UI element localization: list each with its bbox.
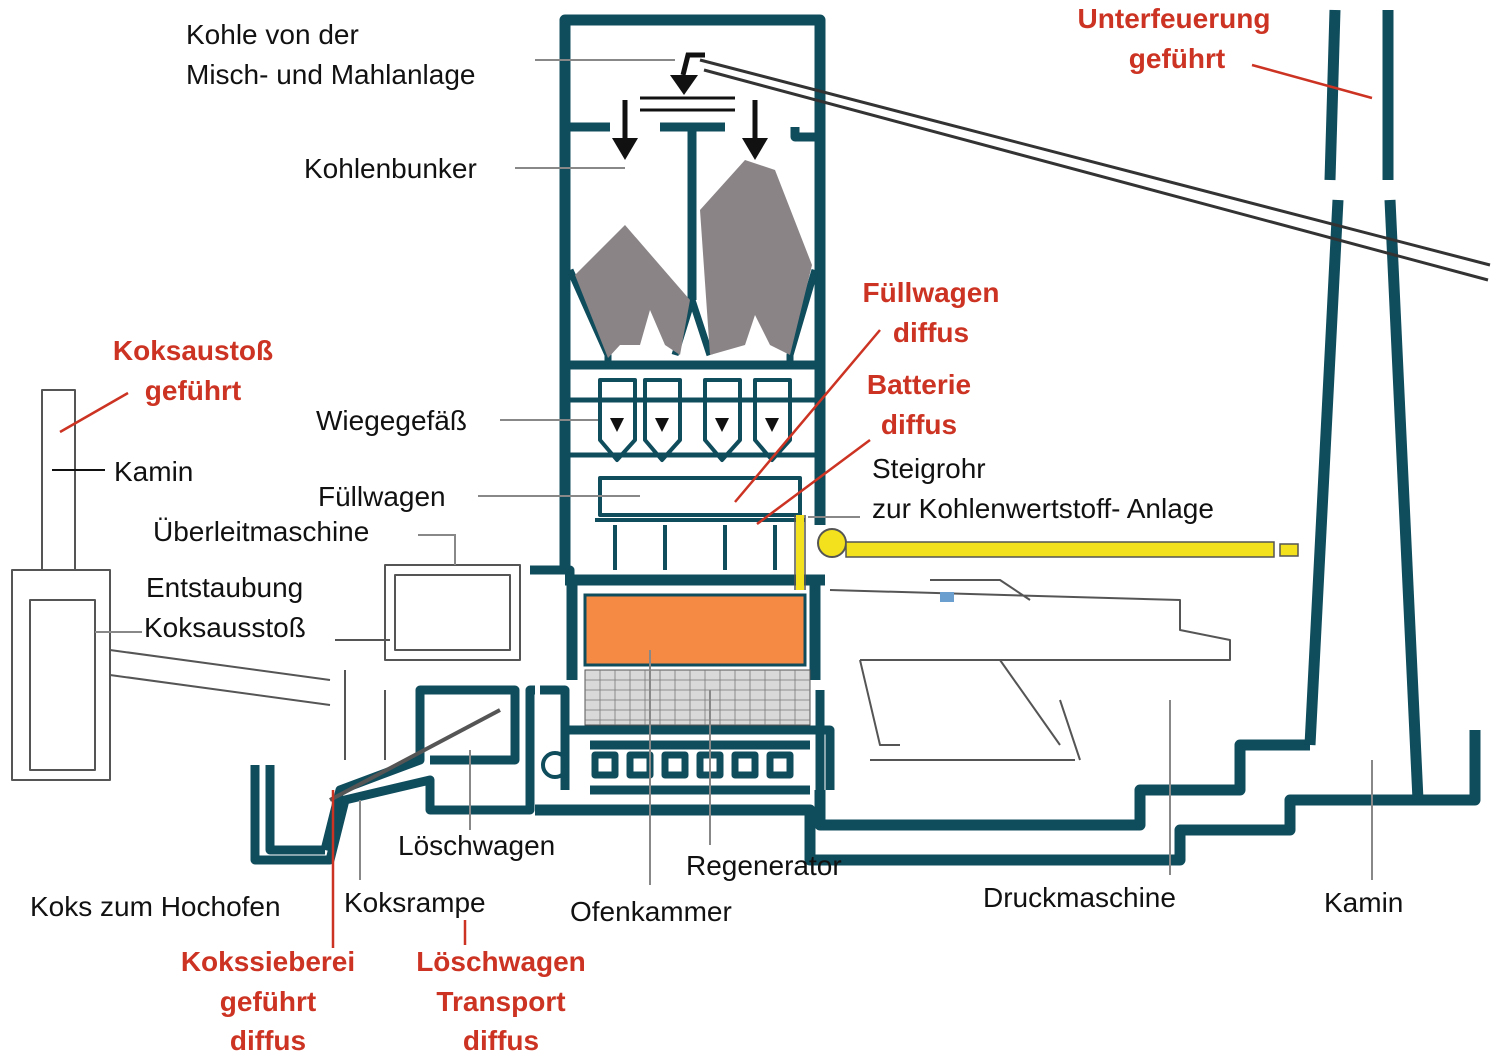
emission-unterfeuerung-line1: Unterfeuerung (1078, 3, 1271, 34)
main-chimney-left (1304, 9, 1344, 746)
label-wiegegefaess: Wiegegefäß (316, 405, 467, 436)
weigh-bins (598, 378, 792, 462)
arrow-head (612, 138, 638, 160)
oven-chamber (583, 593, 807, 667)
label-ueberleitmaschine: Überleitmaschine (153, 516, 369, 547)
coal-flow-arrows (622, 52, 758, 140)
emission-loeschwagen-line3: diffus (463, 1025, 539, 1056)
emission-leader-koksausstoss (59, 391, 129, 434)
arrow-head (765, 418, 779, 432)
riser-pipe (794, 515, 1299, 590)
battery-walls (566, 580, 821, 680)
regenerator-grid (584, 669, 811, 726)
arrow-head (715, 418, 729, 432)
pusher-cabin (940, 592, 954, 602)
coal-pile-right (700, 160, 812, 355)
dedusting-unit (11, 569, 111, 781)
label-kohle-line2: Misch- und Mahlanlage (186, 59, 476, 90)
charging-car-legs (595, 518, 805, 570)
dedusting-duct (109, 649, 331, 706)
coke-guide-machine (384, 564, 521, 661)
flue-opening (626, 751, 654, 779)
emission-kokssieberei-line2: geführt (220, 986, 316, 1017)
heating-flue-frame (565, 725, 835, 795)
flue-opening (766, 751, 794, 779)
pusher-machine-frame (859, 659, 1081, 761)
emission-batterie-line2: diffus (881, 409, 957, 440)
label-druckmaschine: Druckmaschine (983, 882, 1176, 913)
coal-piles (575, 160, 812, 358)
flue-openings (591, 751, 794, 779)
flue-gas-duct (814, 739, 1310, 831)
coke-wharf (265, 685, 520, 855)
riser-pipe-outline (794, 515, 806, 590)
coal-distributor (640, 96, 735, 112)
gas-main-end (1279, 543, 1299, 557)
arrow-head (742, 138, 768, 160)
label-koks-zum-hochofen: Koks zum Hochofen (30, 891, 281, 922)
leader-ueberleitmaschine (418, 534, 456, 565)
label-steigrohr-line2: zur Kohlenwertstoff- Anlage (872, 493, 1214, 524)
coal-pile-left (575, 225, 690, 358)
flue-opening (731, 751, 759, 779)
valve-wheel (541, 751, 569, 779)
label-regenerator: Regenerator (686, 850, 842, 881)
emission-leader-unterfeuerung (1251, 63, 1373, 100)
label-steigrohr-line1: Steigrohr (872, 453, 986, 484)
chimney-break (1317, 173, 1407, 197)
flue-opening (661, 751, 689, 779)
weigh-bin (703, 378, 742, 462)
label-ofenkammer: Ofenkammer (570, 896, 732, 927)
leader-lines (52, 59, 1373, 885)
label-kohlenbunker: Kohlenbunker (304, 153, 477, 184)
arrow-heads (610, 75, 779, 432)
pusher-machine (829, 579, 1231, 661)
arrow-head (610, 418, 624, 432)
label-entstaubung-line2: Koksausstoß (144, 612, 306, 643)
checker-lines (585, 670, 810, 725)
emission-kokssieberei-line1: Kokssieberei (181, 946, 355, 977)
emission-koksausstoss-line2: geführt (145, 375, 241, 406)
plant-structure (11, 9, 1491, 866)
label-entstaubung-line1: Entstaubung (146, 572, 303, 603)
coal-tower-shell (559, 14, 826, 570)
main-chimney-right (1382, 10, 1424, 801)
label-kohle-line1: Kohle von der (186, 19, 359, 50)
emission-leader-batterie (756, 438, 871, 526)
riser-pipe-collector (817, 528, 847, 558)
flue-opening (591, 751, 619, 779)
regenerator-checkerwork (584, 669, 811, 726)
emission-labels: Unterfeuerung geführt Koksaustoß geführt… (113, 3, 1271, 1056)
emission-leader-fuellwagen (734, 329, 881, 503)
label-loeschwagen: Löschwagen (398, 830, 555, 861)
emission-loeschwagen-line2: Transport (436, 986, 565, 1017)
emission-kokssieberei-line3: diffus (230, 1025, 306, 1056)
emission-batterie-line1: Batterie (867, 369, 971, 400)
emission-fuellwagen-line1: Füllwagen (863, 277, 1000, 308)
arrow-head (670, 75, 698, 95)
label-kamin-right: Kamin (1324, 887, 1403, 918)
component-labels: Kohle von der Misch- und Mahlanlage Kohl… (30, 19, 1403, 927)
emission-loeschwagen-line1: Löschwagen (416, 946, 586, 977)
label-fuellwagen: Füllwagen (318, 481, 446, 512)
gas-main (845, 541, 1275, 558)
weigh-bin (598, 378, 637, 462)
label-koksrampe: Koksrampe (344, 887, 486, 918)
emission-leader-lines (59, 63, 1373, 948)
coke-ramp (329, 708, 501, 802)
coke-side-chimney (41, 389, 76, 571)
emission-unterfeuerung-line2: geführt (1129, 43, 1225, 74)
weigh-bin (643, 378, 682, 462)
quench-station (250, 685, 535, 865)
weigh-bin (753, 378, 792, 462)
emission-koksausstoss-line1: Koksaustoß (113, 335, 273, 366)
coal-feed-arrow (680, 52, 705, 76)
label-kamin-left: Kamin (114, 456, 193, 487)
emission-fuellwagen-line2: diffus (893, 317, 969, 348)
coal-conveyor (699, 58, 1491, 282)
coke-guide-machine-arm (335, 639, 390, 760)
arrow-head (655, 418, 669, 432)
